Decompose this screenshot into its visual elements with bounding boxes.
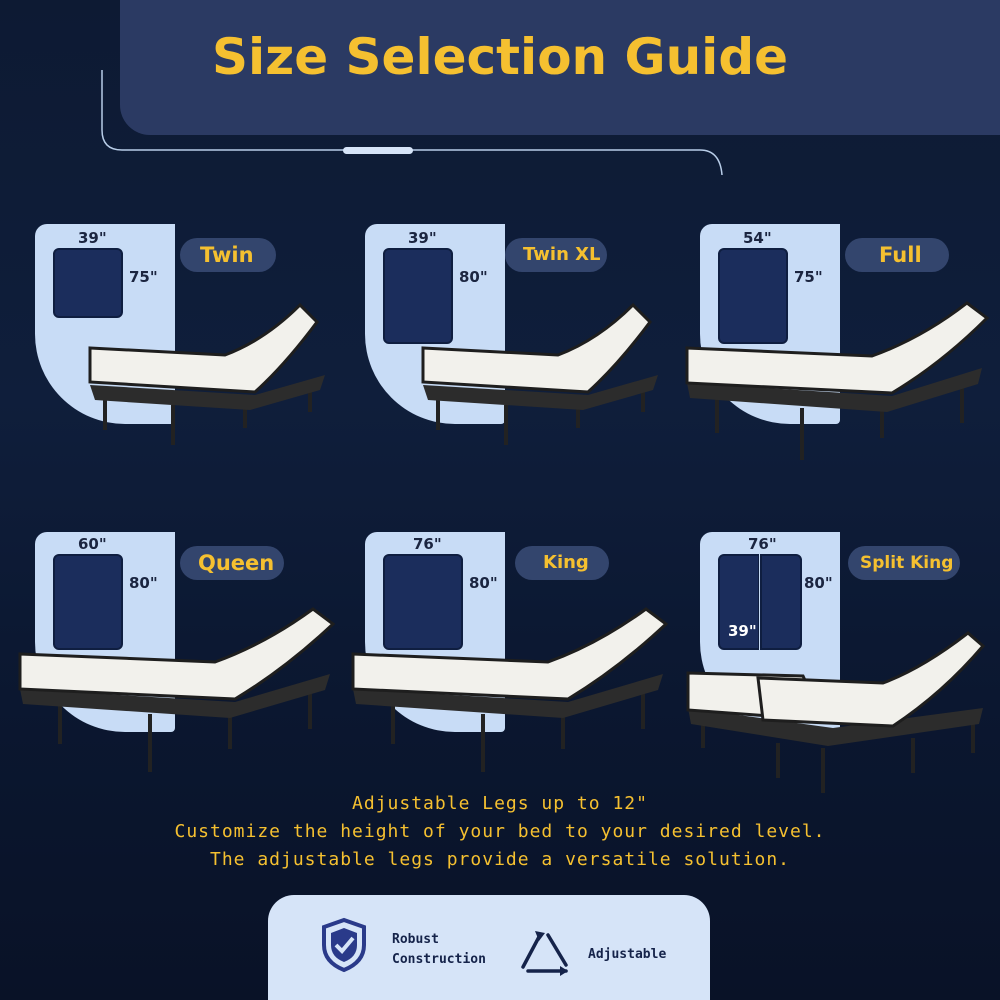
width-label: 76" <box>748 535 777 553</box>
half-width-label: 39" <box>728 622 757 640</box>
caption-line-2: Customize the height of your bed to your… <box>174 821 826 842</box>
width-label: 54" <box>743 229 772 247</box>
size-name-label: Twin XL <box>505 238 607 272</box>
size-name-label: Full <box>845 238 949 272</box>
caption-line-1: Adjustable Legs up to 12" <box>352 793 648 814</box>
length-label: 80" <box>469 574 498 592</box>
shield-check-icon <box>322 917 366 973</box>
mattress-diagram <box>718 248 788 344</box>
length-label: 80" <box>804 574 833 592</box>
size-card-twin: 39" 75" Twin <box>35 224 365 484</box>
size-name-label: Split King <box>848 546 960 580</box>
size-name-label: Queen <box>180 546 284 580</box>
bed-image-split-king <box>686 631 986 793</box>
page-title: Size Selection Guide <box>211 28 789 86</box>
bed-image-king <box>351 607 668 772</box>
width-label: 39" <box>78 229 107 247</box>
feature-robust-construction: Robust Construction <box>392 930 486 970</box>
title-banner <box>120 0 1000 135</box>
mattress-diagram-left <box>718 554 759 650</box>
length-label: 75" <box>129 268 158 286</box>
caption-line-3: The adjustable legs provide a versatile … <box>209 849 790 870</box>
feature-robust-line1: Robust <box>392 932 439 947</box>
size-name-label: Twin <box>180 238 276 272</box>
mattress-diagram <box>53 248 123 318</box>
width-label: 60" <box>78 535 107 553</box>
bed-image-full <box>685 301 990 460</box>
mattress-diagram <box>53 554 123 650</box>
length-label: 75" <box>794 268 823 286</box>
feature-adjustable: Adjustable <box>588 947 667 962</box>
decorative-line <box>101 70 723 176</box>
width-label: 39" <box>408 229 437 247</box>
features-box: Robust Construction Adjustable <box>268 895 710 1000</box>
length-label: 80" <box>129 574 158 592</box>
bed-image-twin <box>88 302 325 445</box>
bed-image-queen <box>18 607 335 772</box>
size-name-label: King <box>515 546 609 580</box>
mattress-diagram <box>383 554 463 650</box>
mattress-diagram <box>383 248 453 344</box>
bed-image-twin-xl <box>421 302 658 445</box>
feature-robust-line2: Construction <box>392 952 486 967</box>
mattress-diagram-right <box>760 554 802 650</box>
triangle-arrows-icon <box>521 931 568 976</box>
width-label: 76" <box>413 535 442 553</box>
length-label: 80" <box>459 268 488 286</box>
